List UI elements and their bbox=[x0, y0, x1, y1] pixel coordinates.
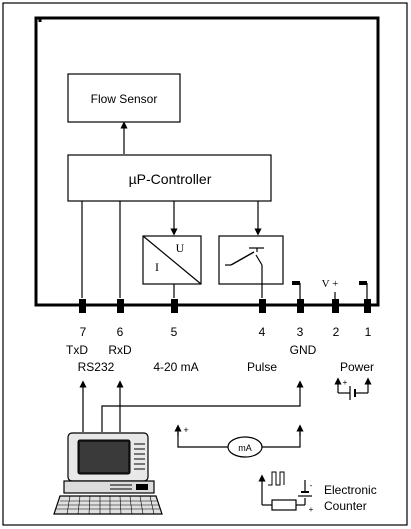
pulse-switch-block bbox=[218, 235, 284, 285]
terminal-5-number: 5 bbox=[171, 325, 178, 339]
pulse-waveform-icon bbox=[268, 471, 285, 486]
terminal-4-number: 4 bbox=[259, 325, 266, 339]
terminal-2 bbox=[332, 299, 339, 313]
terminal-6-number: 6 bbox=[117, 325, 124, 339]
terminal-7-number: 7 bbox=[80, 325, 87, 339]
controller-block: µP-Controller bbox=[67, 154, 272, 202]
counter-minus-sign: - bbox=[310, 481, 313, 490]
controller-label: µP-Controller bbox=[129, 171, 212, 187]
terminal-3-number: 3 bbox=[297, 325, 304, 339]
ui-converter-block: U I bbox=[142, 235, 202, 285]
converter-u-label: U bbox=[176, 241, 185, 255]
terminal-6 bbox=[117, 299, 124, 313]
terminal-2-number: 2 bbox=[333, 325, 340, 339]
pulse-label: Pulse bbox=[247, 360, 277, 374]
electronic-counter-circuit: - + Electronic Counter bbox=[258, 471, 377, 514]
milliamp-meter-label: mA bbox=[238, 443, 252, 453]
counter-label-line1: Electronic bbox=[324, 483, 377, 497]
terminal-7 bbox=[79, 299, 86, 313]
converter-i-label: I bbox=[155, 260, 159, 274]
counter-label-line2: Counter bbox=[324, 499, 367, 513]
rxd-label: RxD bbox=[108, 343, 132, 357]
meter-plus-sign: + bbox=[183, 425, 188, 435]
power-supply-symbol: + bbox=[334, 377, 372, 400]
terminal-blocks bbox=[79, 299, 371, 313]
outer-frame bbox=[2, 2, 408, 526]
counter-resistor bbox=[271, 499, 297, 511]
gnd-line bbox=[101, 380, 304, 432]
terminal-1-number: 1 bbox=[365, 325, 372, 339]
txd-label: TxD bbox=[66, 343, 88, 357]
terminal-5 bbox=[171, 299, 178, 313]
flow-sensor-label: Flow Sensor bbox=[91, 92, 158, 106]
power-plus-sign: + bbox=[343, 378, 348, 387]
current-output-label: 4-20 mA bbox=[153, 360, 198, 374]
current-meter-circuit: + mA bbox=[174, 424, 304, 458]
counter-plus-sign: + bbox=[309, 505, 314, 514]
rs232-label: RS232 bbox=[78, 360, 115, 374]
terminal-4 bbox=[259, 299, 266, 313]
terminal-3 bbox=[297, 299, 304, 313]
gnd-label: GND bbox=[290, 343, 317, 357]
device-housing bbox=[34, 16, 380, 307]
terminal-1 bbox=[364, 299, 371, 313]
power-label: Power bbox=[340, 360, 374, 374]
flow-sensor-block: Flow Sensor bbox=[67, 73, 181, 123]
computer-icon bbox=[53, 432, 163, 515]
vplus-label: V + bbox=[322, 278, 339, 290]
